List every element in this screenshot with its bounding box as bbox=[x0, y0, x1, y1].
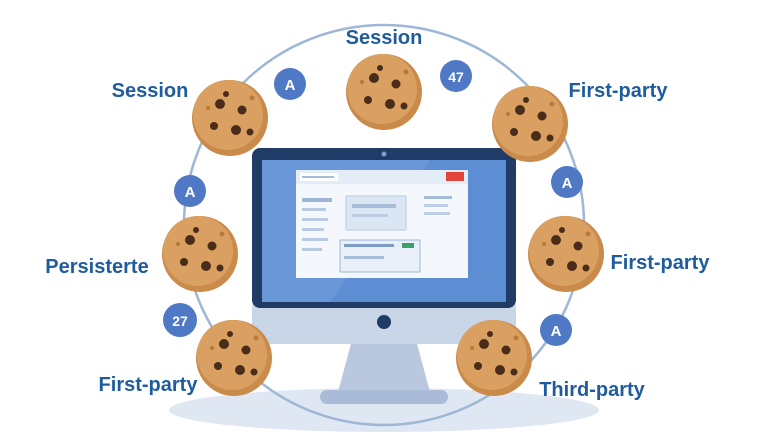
badge-text: A bbox=[285, 77, 296, 94]
right-column-line bbox=[424, 204, 448, 207]
monitor-icon bbox=[252, 148, 516, 404]
badge-top-right: 47 bbox=[440, 60, 472, 92]
badge-left: A bbox=[174, 175, 206, 207]
label-upper-left: Session bbox=[112, 80, 189, 102]
label-lower-left: First-party bbox=[99, 374, 199, 396]
badge-right: A bbox=[551, 166, 583, 198]
cookie-icon bbox=[192, 80, 268, 156]
cookie-icon bbox=[456, 320, 532, 396]
right-column-line bbox=[424, 196, 452, 199]
cookie-icon bbox=[528, 216, 604, 292]
monitor-logo bbox=[377, 315, 391, 329]
browser-sidebar bbox=[302, 198, 332, 251]
badge-lower-right: A bbox=[540, 314, 572, 346]
right-column-line bbox=[424, 212, 450, 215]
monitor-stand bbox=[338, 340, 430, 392]
content-panel bbox=[345, 195, 407, 231]
content-line bbox=[352, 204, 396, 208]
label-middle-right: First-party bbox=[611, 252, 711, 274]
cookie-icon bbox=[492, 86, 568, 162]
badge-text: 47 bbox=[448, 69, 464, 85]
consent-text-line bbox=[344, 244, 394, 247]
monitor-base bbox=[320, 390, 448, 404]
consent-text-line bbox=[344, 256, 384, 259]
browser-close-button bbox=[446, 172, 464, 181]
browser-window bbox=[296, 170, 468, 278]
browser-titlebar bbox=[296, 170, 468, 184]
cookie-icon bbox=[162, 216, 238, 292]
label-lower-right: Third-party bbox=[539, 379, 645, 401]
badge-text: 27 bbox=[172, 313, 188, 329]
badge-top-left: A bbox=[274, 68, 306, 100]
badge-text: A bbox=[185, 184, 196, 201]
ground-shadow bbox=[169, 388, 599, 432]
label-top: Session bbox=[346, 27, 423, 49]
consent-accept-button bbox=[402, 243, 414, 248]
badge-text: A bbox=[551, 323, 562, 340]
label-upper-right: First-party bbox=[569, 80, 669, 102]
monitor-camera bbox=[381, 151, 387, 157]
cookie-icon bbox=[196, 320, 272, 396]
badge-lower-left: 27 bbox=[163, 303, 197, 337]
badge-text: A bbox=[562, 175, 573, 192]
content-line bbox=[352, 214, 388, 217]
cookie-icon bbox=[346, 54, 422, 130]
label-middle-left: Persisterte bbox=[45, 256, 148, 278]
